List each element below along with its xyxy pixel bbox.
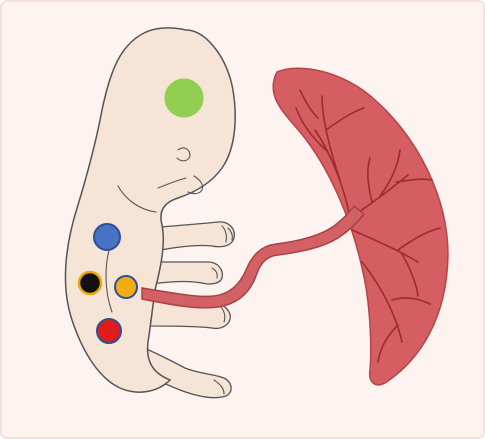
blue-marker — [94, 224, 120, 250]
red-marker — [97, 319, 121, 343]
head-marker — [165, 79, 203, 117]
orange-marker — [115, 276, 137, 298]
black-marker — [79, 272, 101, 294]
